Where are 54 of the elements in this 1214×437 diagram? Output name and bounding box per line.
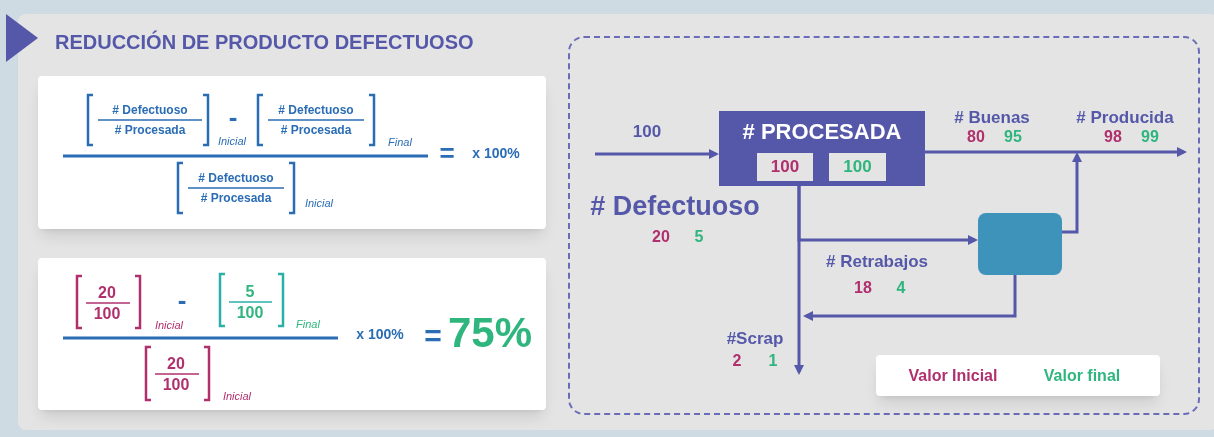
label-text: 4 (896, 280, 906, 296)
label-text: Inicial (304, 197, 334, 209)
label-text: 100 (236, 305, 264, 321)
label-text: 100 (162, 377, 190, 393)
label-text: # Procesada (280, 124, 352, 136)
label-text: 18 (854, 280, 872, 296)
label-text: 5 (694, 229, 704, 245)
label-text: = (439, 140, 455, 166)
label-text: 98 (1104, 129, 1122, 145)
arrow (797, 186, 978, 245)
value-box: 100 (829, 153, 886, 181)
label-text: 2 (732, 353, 742, 369)
label-text: Final (296, 318, 320, 330)
label-text: - (177, 287, 187, 313)
label-text: 1 (768, 353, 778, 369)
label-text: # Defectuoso (112, 104, 188, 116)
label-text: = (424, 321, 442, 351)
label-text: 99 (1141, 129, 1159, 145)
label-text: 5 (245, 284, 255, 300)
label-text: - (228, 104, 238, 130)
edge-label: 100 (632, 121, 662, 144)
arrow (925, 147, 1187, 157)
label-text: 75% (447, 312, 533, 354)
label-text: Valor final (1043, 368, 1121, 384)
label-text: x 100% (472, 146, 520, 160)
label-text: 80 (967, 129, 985, 145)
label-text: 100 (93, 306, 121, 322)
label-text: # Buenas (954, 108, 1030, 126)
label-text: # Procesada (200, 192, 272, 204)
label-text: Valor Inicial (908, 368, 998, 384)
label-text: # Defectuoso (590, 192, 760, 220)
label-text: Inicial (154, 319, 184, 331)
label-text: Inicial (217, 135, 247, 147)
label-text: #Scrap (726, 329, 784, 347)
label-text: # Producida (1076, 108, 1174, 126)
label-text: 20 (652, 229, 670, 245)
arrow (1062, 152, 1082, 234)
title: REDUCCIÓN DE PRODUCTO DEFECTUOSO (55, 29, 474, 55)
value-box: 100 (757, 153, 813, 181)
label-text: Inicial (222, 390, 252, 402)
label-text: 20 (98, 285, 116, 301)
process-box (719, 111, 925, 186)
label-text: # Retrabajos (826, 252, 928, 270)
rework-box (978, 213, 1062, 275)
label-text: # Defectuoso (198, 172, 274, 184)
label-text: # Defectuoso (278, 104, 354, 116)
label-text: 20 (167, 356, 185, 372)
arrow (803, 275, 1017, 321)
label-text: 95 (1004, 129, 1022, 145)
process-title: # PROCESADA (742, 118, 902, 146)
arrow (595, 149, 719, 159)
label-text: Final (388, 136, 412, 148)
label-text: # Procesada (114, 124, 186, 136)
label-text: x 100% (356, 327, 404, 341)
